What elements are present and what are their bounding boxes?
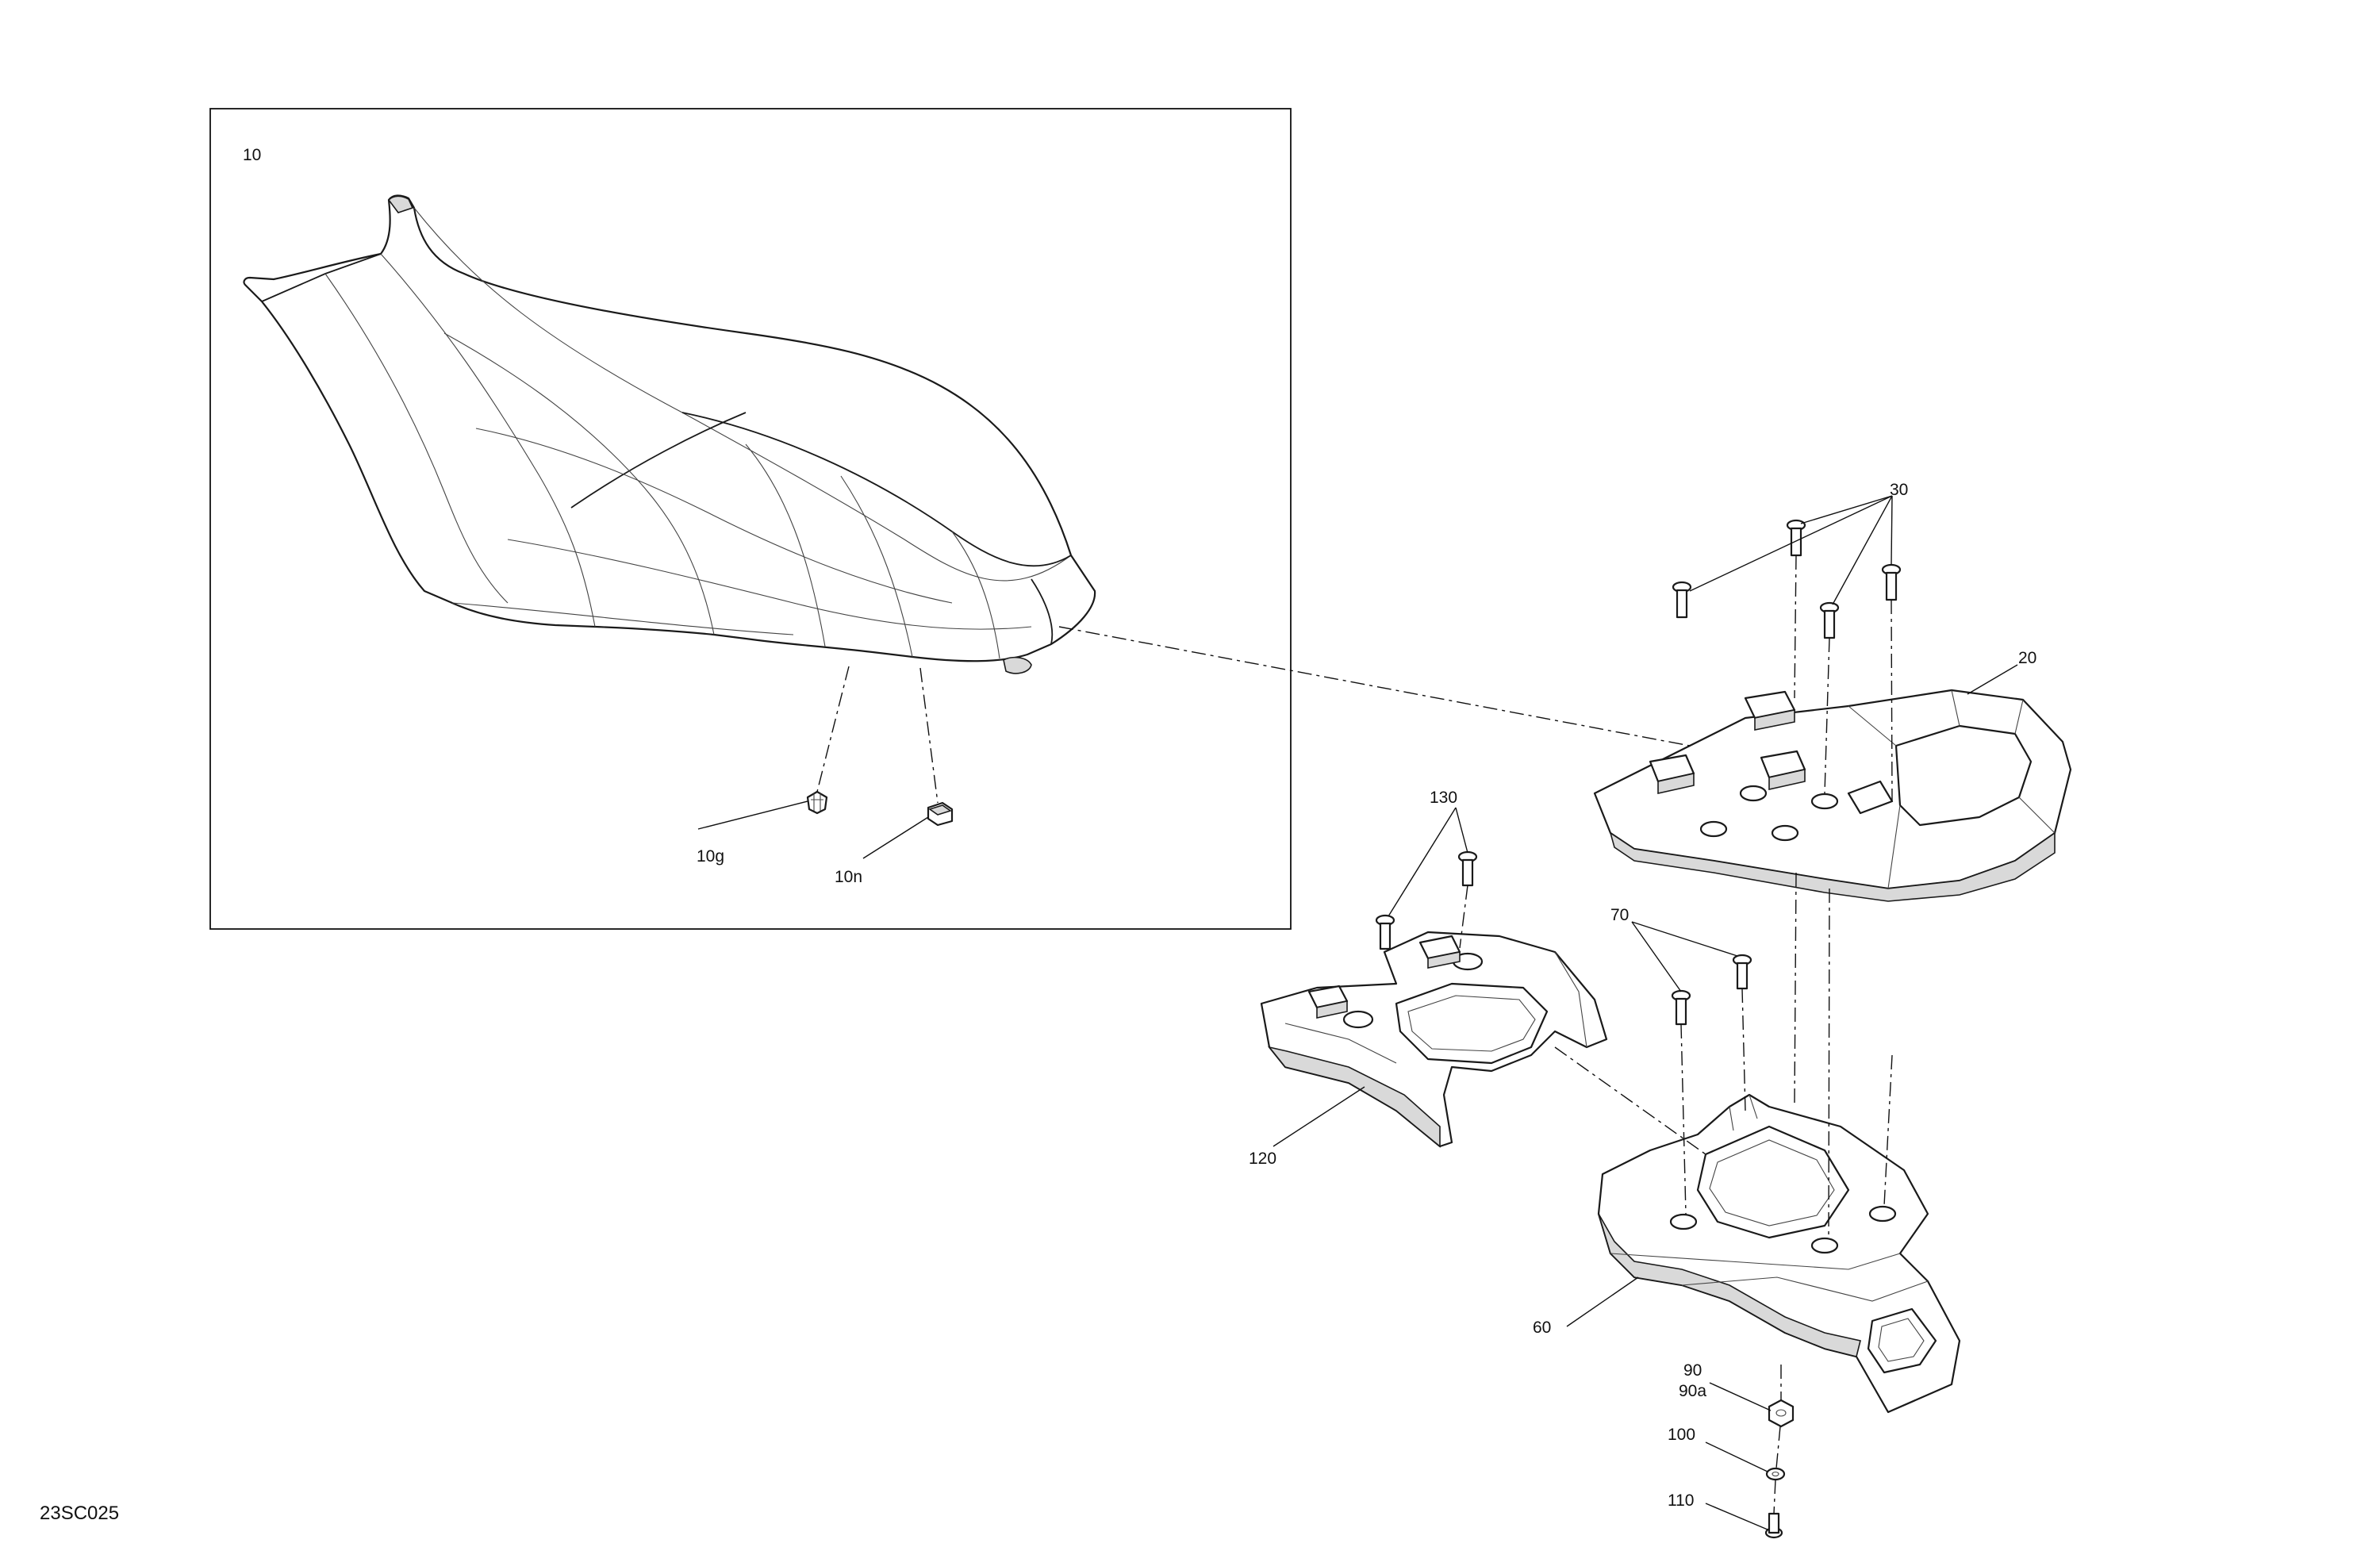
seat-part-10[interactable] (243, 194, 1096, 674)
callout-70: 70 (1610, 906, 1629, 924)
bolt-70-b (1732, 954, 1752, 990)
callout-90: 90 (1683, 1361, 1702, 1380)
bolts-part-130[interactable] (1375, 850, 1478, 950)
grab-handle-part-20[interactable] (1593, 689, 2072, 902)
callout-90a: 90a (1679, 1382, 1706, 1400)
callout-120: 120 (1249, 1150, 1276, 1168)
callout-110: 110 (1668, 1491, 1694, 1510)
callout-100: 100 (1668, 1426, 1695, 1444)
callout-20: 20 (2018, 649, 2036, 667)
bolts-part-70[interactable] (1671, 954, 1752, 1026)
assembly-lines (816, 555, 1893, 1514)
callout-10: 10 (243, 146, 261, 164)
nut-part-90[interactable] (1768, 1399, 1795, 1428)
drawing-code: 23SC025 (40, 1503, 119, 1524)
callout-60: 60 (1533, 1319, 1551, 1337)
support-part-60[interactable] (1597, 1093, 1961, 1414)
callout-30: 30 (1890, 481, 1908, 499)
screw-part-110[interactable] (1764, 1512, 1783, 1539)
clip-part-10g[interactable] (806, 790, 828, 815)
clip-part-10n[interactable] (927, 801, 954, 827)
callout-10n: 10n (835, 868, 862, 886)
bolt-70-a (1671, 989, 1691, 1026)
bolt-30-d (1881, 563, 1902, 601)
support-part-120[interactable] (1260, 931, 1608, 1148)
leader-lines (697, 495, 2018, 1530)
washer-part-100[interactable] (1765, 1467, 1786, 1481)
bolt-30-c (1819, 601, 1840, 639)
bolt-30-a (1672, 581, 1692, 619)
callout-10g: 10g (697, 847, 724, 866)
bolt-130-b (1457, 850, 1478, 887)
callout-130: 130 (1430, 789, 1457, 807)
seat-inset-frame (209, 108, 1292, 930)
bolts-part-30[interactable] (1672, 519, 1902, 639)
bolt-130-a (1375, 914, 1395, 950)
